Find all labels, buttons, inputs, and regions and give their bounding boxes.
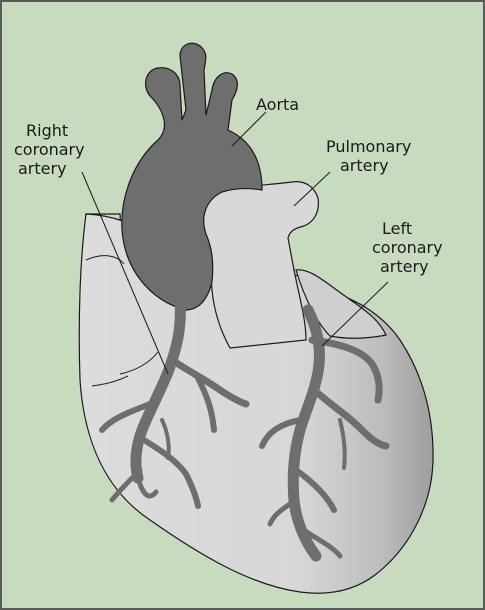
right-label-line2: coronary: [14, 140, 85, 159]
right-label-line3: artery: [18, 159, 67, 178]
pulmonary-label-line1: Pulmonary: [326, 137, 411, 156]
aorta-label: Aorta: [256, 95, 299, 114]
right-label-line1: Right: [26, 121, 68, 140]
left-label-line2: coronary: [372, 238, 443, 257]
left-label-line3: artery: [380, 257, 429, 276]
pulmonary-label-line2: artery: [340, 156, 389, 175]
left-label-line1: Left: [382, 219, 412, 238]
